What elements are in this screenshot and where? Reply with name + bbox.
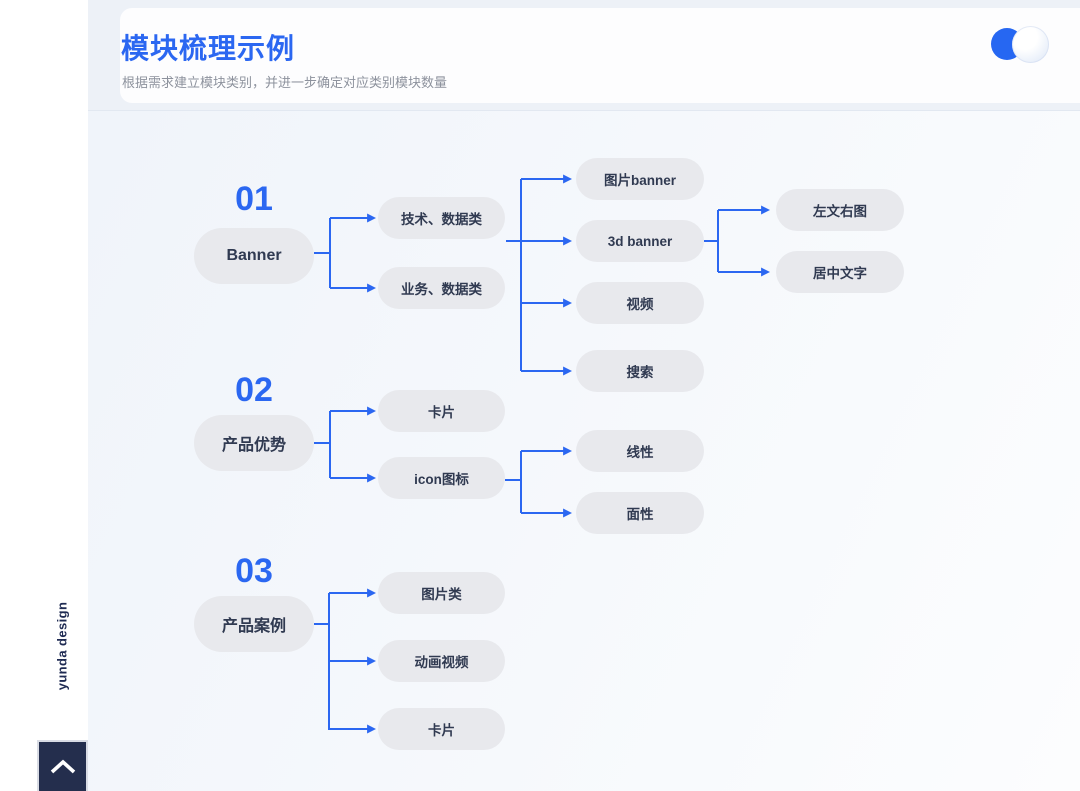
- node-card-1: 卡片: [378, 390, 505, 432]
- section-number: 02: [235, 371, 273, 409]
- toggle-light-circle-icon: [1012, 26, 1049, 63]
- node-left-text-right-image: 左文右图: [776, 189, 904, 231]
- node-biz-data: 业务、数据类: [378, 267, 505, 309]
- node-product-case: 产品案例: [194, 596, 314, 652]
- brand-vertical-text: yunda design: [54, 601, 70, 691]
- node-image-type: 图片类: [378, 572, 505, 614]
- section-number: 01: [235, 180, 273, 218]
- header-card: [120, 8, 1080, 103]
- node-video: 视频: [576, 282, 704, 324]
- node-animation-video: 动画视频: [378, 640, 505, 682]
- chevron-up-icon: [50, 759, 75, 774]
- node-card-2: 卡片: [378, 708, 505, 750]
- node-linear: 线性: [576, 430, 704, 472]
- page-subtitle: 根据需求建立模块类别，并进一步确定对应类别模块数量: [122, 75, 448, 90]
- node-filled: 面性: [576, 492, 704, 534]
- node-search: 搜索: [576, 350, 704, 392]
- node-product-advantage: 产品优势: [194, 415, 314, 471]
- node-icon: icon图标: [378, 457, 505, 499]
- scroll-to-top-button[interactable]: [37, 740, 88, 791]
- node-3d-banner: 3d banner: [576, 220, 704, 262]
- theme-toggle[interactable]: [991, 26, 1049, 63]
- node-tech-data: 技术、数据类: [378, 197, 505, 239]
- node-banner: Banner: [194, 228, 314, 284]
- node-image-banner: 图片banner: [576, 158, 704, 200]
- node-centered-text: 居中文字: [776, 251, 904, 293]
- section-number: 03: [235, 552, 273, 590]
- header-divider: [88, 110, 1080, 111]
- page-title: 模块梳理示例: [121, 33, 296, 64]
